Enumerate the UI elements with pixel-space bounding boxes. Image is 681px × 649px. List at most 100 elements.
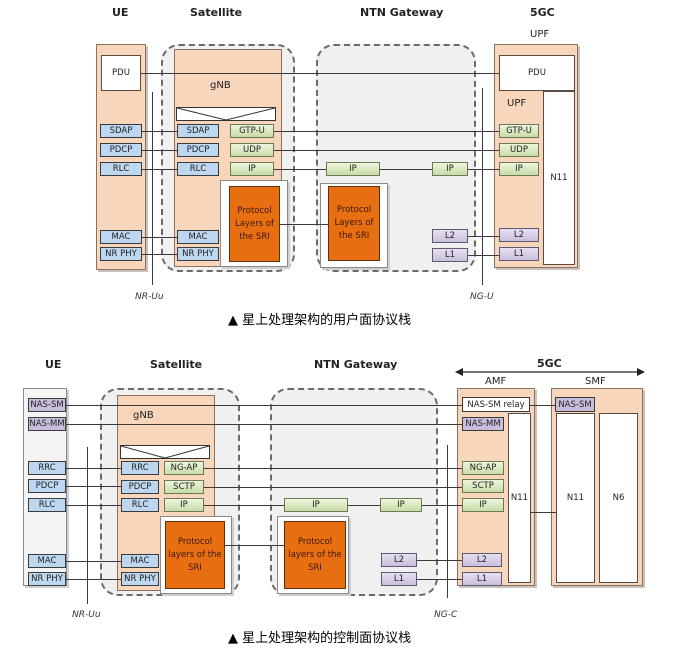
up-sat-udp: UDP: [230, 143, 274, 157]
cp-header-satellite: Satellite: [150, 358, 203, 371]
up-gw-sri: Protocol Layers of the SRI: [328, 186, 380, 261]
up-sat-rlc: RLC: [177, 162, 219, 176]
cp-ue-mac: MAC: [28, 554, 66, 568]
cp-header-amf: AMF: [485, 376, 507, 387]
up-header-satellite: Satellite: [190, 6, 243, 19]
up-line-mac: [142, 237, 177, 238]
up-sat-gtpu: GTP-U: [230, 124, 274, 138]
up-line-ip-2: [380, 169, 432, 170]
cp-interface-ng-c-line: [447, 445, 448, 598]
cp-amf-ip: IP: [462, 498, 504, 512]
cp-gw-l1: L1: [381, 572, 417, 586]
cp-line-sctp: [204, 487, 462, 488]
cp-ue-phy: NR PHY: [28, 572, 66, 586]
cp-sat-phy: NR PHY: [121, 572, 159, 586]
up-upf-n11: N11: [543, 91, 575, 265]
up-ue-mac: MAC: [100, 230, 142, 244]
cp-caption: ▲ 星上处理架构的控制面协议栈: [228, 631, 412, 646]
cp-line-ip-1: [204, 505, 284, 506]
up-sat-sdap: SDAP: [177, 124, 219, 138]
cp-line-ngap: [204, 468, 462, 469]
up-ue-pdcp: PDCP: [100, 143, 142, 157]
up-line-ip-1: [274, 169, 326, 170]
cp-line-mac: [66, 561, 121, 562]
cp-smf-n6: N6: [599, 413, 638, 583]
cp-line-n11: [531, 512, 556, 513]
up-gw-l1: L1: [432, 248, 468, 262]
cp-sat-mac: MAC: [121, 554, 159, 568]
up-line-ip-3: [468, 169, 499, 170]
up-sat-sri: Protocol Layers of the SRI: [229, 186, 280, 262]
up-sat-ip: IP: [230, 162, 274, 176]
up-upf-label: UPF: [507, 98, 527, 109]
up-upf-udp: UDP: [499, 143, 539, 157]
cp-amf-ngap: NG-AP: [462, 461, 504, 475]
up-line-rlc: [142, 169, 177, 170]
cp-line-l1: [417, 579, 462, 580]
cp-amf-n11: N11: [508, 413, 531, 583]
cp-sat-sctp: SCTP: [164, 480, 204, 494]
cp-line-nas-sm: [66, 405, 462, 406]
up-header-5gc: 5GC: [530, 6, 555, 19]
cp-amf-l2: L2: [462, 553, 502, 567]
cp-ue-nas-mm: NAS-MM: [28, 417, 66, 431]
cp-line-phy: [66, 579, 121, 580]
up-upf-gtpu: GTP-U: [499, 124, 539, 138]
up-sat-mac: MAC: [177, 230, 219, 244]
cp-interface-ng-c: NG-C: [434, 610, 458, 620]
up-ue-phy: NR PHY: [100, 247, 142, 261]
cp-gnb-label: gNB: [133, 410, 154, 421]
cp-5gc-span-arrow: [455, 368, 645, 376]
up-line-pdcp: [142, 150, 177, 151]
up-sat-pdcp: PDCP: [177, 143, 219, 157]
cp-line-rlc: [66, 505, 121, 506]
cp-ue-pdcp: PDCP: [28, 479, 66, 493]
cp-header-ue: UE: [45, 358, 62, 371]
cp-sat-ip: IP: [164, 498, 204, 512]
cp-gw-sri: Protocol layers of the SRI: [284, 521, 346, 589]
cp-sat-rrc: RRC: [121, 461, 159, 475]
up-interface-ng-u: NG-U: [470, 292, 494, 302]
cp-line-pdcp: [66, 486, 121, 487]
up-upf-l2: L2: [499, 228, 539, 242]
cp-sat-sri: Protocol layers of the SRI: [165, 521, 225, 589]
up-gw-ip-right: IP: [432, 162, 468, 176]
cp-line-rrc: [66, 468, 121, 469]
up-upf-l1: L1: [499, 247, 539, 261]
cp-smf-n11: N11: [556, 413, 595, 583]
up-line-gtpu: [274, 131, 499, 132]
up-line-sri: [280, 224, 328, 225]
up-ue-rlc: RLC: [100, 162, 142, 176]
up-sat-phy: NR PHY: [177, 247, 219, 261]
up-gnb-label: gNB: [210, 80, 231, 91]
cp-sat-rlc: RLC: [121, 498, 159, 512]
up-line-sdap: [142, 131, 177, 132]
up-ue-pdu: PDU: [101, 55, 141, 91]
cp-header-smf: SMF: [585, 376, 606, 387]
cp-sat-pdcp: PDCP: [121, 480, 159, 494]
cp-header-gateway: NTN Gateway: [314, 358, 398, 371]
up-header-gateway: NTN Gateway: [360, 6, 444, 19]
cp-ue-nas-sm: NAS-SM: [28, 398, 66, 412]
cp-gw-ip-left: IP: [284, 498, 348, 512]
cp-line-ip-3: [422, 505, 462, 506]
up-line-udp: [274, 150, 499, 151]
up-line-phy: [142, 254, 177, 255]
cp-gw-l2: L2: [381, 553, 417, 567]
cp-sat-ngap: NG-AP: [164, 461, 204, 475]
cp-header-5gc: 5GC: [537, 357, 562, 370]
up-header-ue: UE: [112, 6, 129, 19]
up-line-l1: [468, 255, 499, 256]
up-caption: ▲ 星上处理架构的用户面协议栈: [228, 313, 412, 328]
up-gw-ip-left: IP: [326, 162, 380, 176]
cp-interface-nr-uu-line: [87, 447, 88, 604]
up-upf-ip: IP: [499, 162, 539, 176]
cp-ue-rrc: RRC: [28, 461, 66, 475]
up-upf-pdu: PDU: [499, 55, 575, 91]
cp-line-nas-mm: [66, 424, 462, 425]
cp-interface-nr-uu: NR-Uu: [72, 610, 101, 620]
up-interface-nr-uu: NR-Uu: [135, 292, 164, 302]
cp-gw-ip-right: IP: [380, 498, 422, 512]
cp-amf-nas-mm: NAS-MM: [462, 417, 504, 431]
up-gw-l2: L2: [432, 229, 468, 243]
